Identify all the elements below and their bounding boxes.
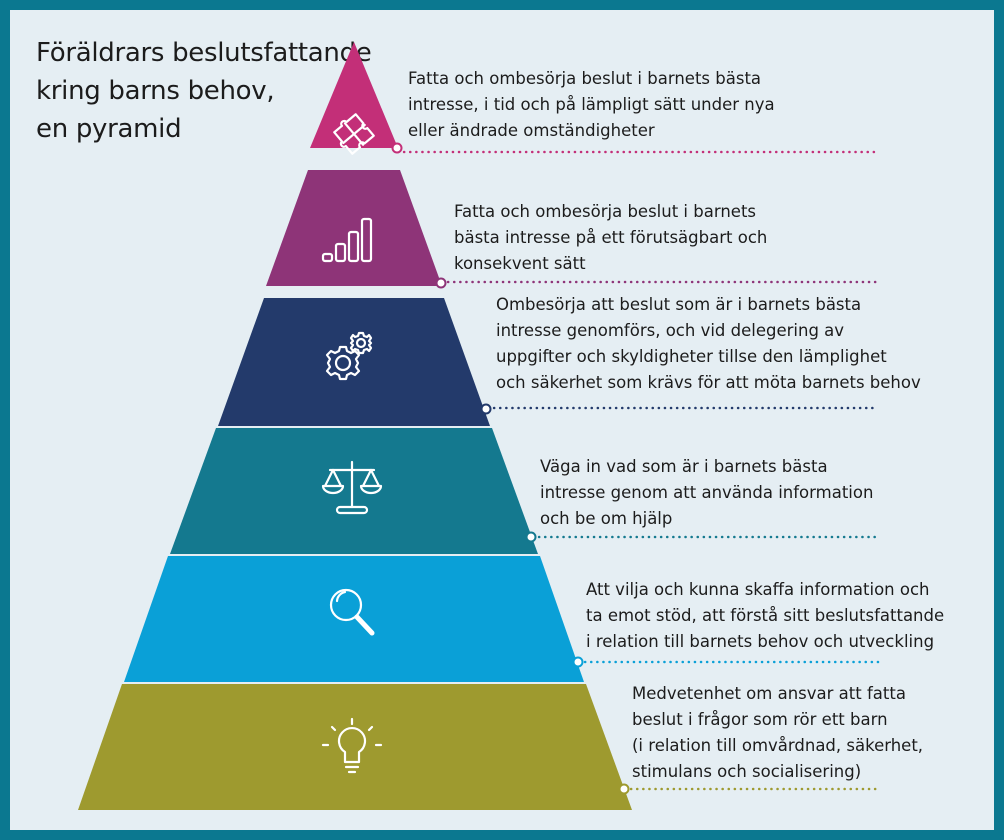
description-line: Ombesörja att beslut som är i barnets bä…	[496, 295, 862, 314]
description-line: i relation till barnets behov och utveck…	[586, 632, 935, 651]
pyramid-level-3	[218, 298, 490, 426]
pyramid-level-6	[78, 684, 632, 810]
pyramid-level-1	[310, 42, 398, 148]
scales-icon	[321, 460, 383, 515]
pyramid-level-2	[266, 170, 442, 286]
level-6-description: Medvetenhet om ansvar att fatta beslut i…	[632, 681, 923, 785]
description-line: Fatta och ombesörja beslut i barnets bäs…	[408, 69, 762, 88]
description-line: och säkerhet som krävs för att möta barn…	[496, 373, 921, 392]
description-line: konsekvent sätt	[454, 254, 586, 273]
connector-dot-6	[618, 783, 630, 795]
connector-dot-2	[435, 277, 447, 289]
description-line: och be om hjälp	[540, 509, 673, 528]
level-3-description: Ombesörja att beslut som är i barnets bä…	[496, 292, 921, 396]
description-line: ta emot stöd, att förstå sitt beslutsfat…	[586, 606, 945, 625]
level-1-description: Fatta och ombesörja beslut i barnets bäs…	[408, 66, 775, 144]
description-line: Att vilja och kunna skaffa information o…	[586, 580, 930, 599]
lightbulb-icon	[321, 717, 383, 774]
description-line: bästa intresse på ett förutsägbart och	[454, 228, 768, 247]
description-line: beslut i frågor som rör ett barn	[632, 710, 888, 729]
description-line: uppgifter och skyldigheter tillse den lä…	[496, 347, 887, 366]
description-line: (i relation till omvårdnad, säkerhet,	[632, 736, 924, 755]
description-line: intresse genomförs, och vid delegering a…	[496, 321, 845, 340]
description-line: eller ändrade omständigheter	[408, 121, 655, 140]
connector-dot-3	[480, 403, 492, 415]
puzzle-icon	[333, 113, 375, 155]
description-line: stimulans och socialisering)	[632, 762, 862, 781]
connector-dot-5	[572, 656, 584, 668]
pyramid-level-4	[170, 428, 538, 554]
connector-dot-1	[391, 142, 403, 154]
page-title: Föräldrars beslutsfattande kring barns b…	[36, 34, 372, 148]
description-line: Medvetenhet om ansvar att fatta	[632, 684, 906, 703]
level-5-description: Att vilja och kunna skaffa information o…	[586, 577, 944, 655]
gears-icon	[325, 331, 373, 381]
title-line: kring barns behov,	[36, 76, 275, 106]
description-line: Fatta och ombesörja beslut i barnets	[454, 202, 757, 221]
bar-chart-icon	[321, 217, 373, 263]
pyramid-level-5	[124, 556, 584, 682]
connector-dot-4	[525, 531, 537, 543]
title-line: en pyramid	[36, 114, 182, 144]
magnifier-icon	[329, 588, 375, 636]
level-4-description: Väga in vad som är i barnets bästa intre…	[540, 454, 873, 532]
title-line: Föräldrars beslutsfattande	[36, 38, 372, 68]
description-line: intresse, i tid och på lämpligt sätt und…	[408, 95, 775, 114]
description-line: intresse genom att använda information	[540, 483, 874, 502]
description-line: Väga in vad som är i barnets bästa	[540, 457, 828, 476]
level-2-description: Fatta och ombesörja beslut i barnets bäs…	[454, 199, 767, 277]
